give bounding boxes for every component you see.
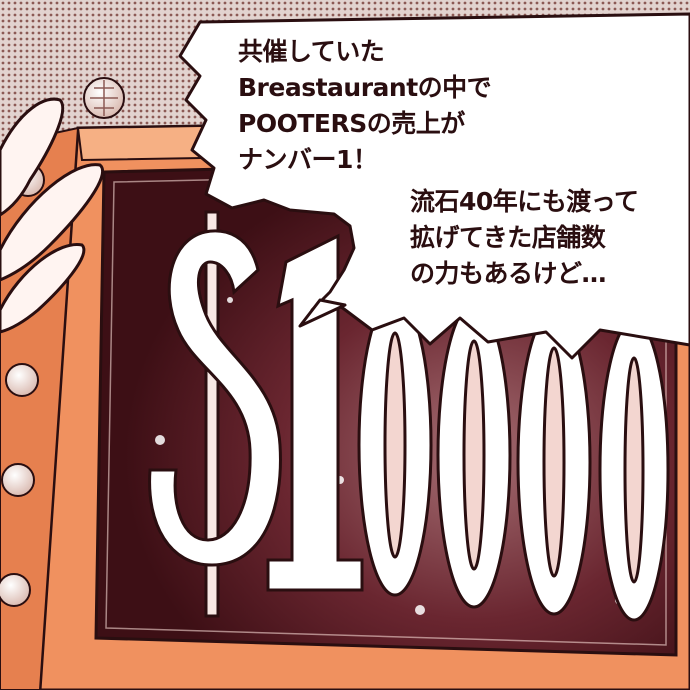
bubble-1-line-4: ナンバー1！	[238, 145, 378, 174]
bubble-1-line-1: 共催していた	[238, 37, 385, 66]
bubble-2-line-2: 拡げてきた店舗数	[410, 223, 606, 252]
speech-bubble-text-1: 共催していた Breastaurantの中で POOTERSの売上が ナンバー1…	[238, 34, 492, 178]
bubble-2-line-1: 流石40年にも渡って	[410, 187, 639, 216]
hand-silhouette	[0, 97, 104, 334]
speech-bubble-text-2: 流石40年にも渡って 拡げてきた店舗数 の力もあるけど…	[410, 184, 639, 292]
bubble-1-line-3: POOTERSの売上が	[238, 109, 465, 138]
bubble-1-line-2: Breastaurantの中で	[238, 73, 492, 102]
speech-bubbles	[178, 12, 690, 360]
speech-bubble-tail	[298, 298, 347, 328]
bubble-2-line-3: の力もあるけど…	[410, 259, 607, 288]
speech-bubble-1	[178, 12, 690, 360]
dollar-amount-lettering	[148, 210, 670, 622]
